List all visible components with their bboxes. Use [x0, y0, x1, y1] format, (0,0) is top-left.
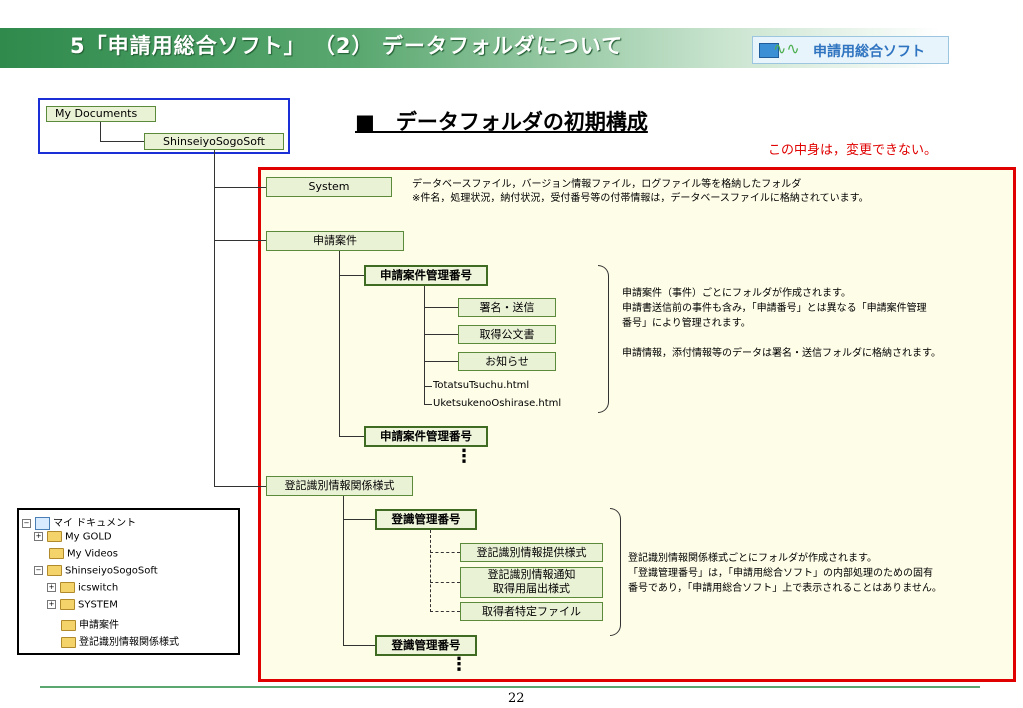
sign-send-folder: 署名・送信: [458, 298, 556, 317]
id-notice-form-line1: 登記識別情報通知: [487, 568, 576, 581]
brace: [610, 508, 621, 636]
mgmt-number-folder: 登識管理番号: [375, 509, 477, 530]
connector: [339, 436, 364, 437]
registry-desc-2: 「登識管理番号」は，「申請用総合ソフト」の内部処理のための固有: [628, 568, 933, 579]
applications-desc-4: 申請情報，添付情報等のデータは署名・送信フォルダに格納されます。: [622, 348, 941, 359]
dashed-connector: [430, 611, 460, 612]
case-number-folder-2: 申請案件管理番号: [364, 426, 488, 447]
system-folder: System: [266, 177, 392, 197]
folder-icon: [61, 619, 76, 631]
folder-icon: [49, 548, 64, 559]
connector: [343, 645, 375, 646]
connector: [424, 307, 458, 308]
registry-desc-3: 番号であり，「申請用総合ソフト」上で表示されることはありません。: [628, 583, 942, 594]
file-uketsuke: UketsukenoOshirase.html: [433, 398, 562, 409]
id-notice-form-line2: 取得用届出様式: [493, 582, 570, 595]
tree-row-applications[interactable]: 申請案件: [61, 616, 119, 631]
connector: [214, 187, 266, 188]
connector: [424, 334, 458, 335]
connector: [214, 150, 215, 487]
connector: [339, 251, 340, 436]
app-folder: ShinseiyoSogoSoft: [144, 133, 284, 150]
system-desc-2: ※件名，処理状況，納付状況，受付番号等の付帯情報は，データベースファイルに格納さ…: [412, 193, 869, 204]
expand-icon[interactable]: +: [47, 600, 56, 609]
footer-rule: [40, 686, 980, 688]
mgmt-number-folder-2: 登識管理番号: [375, 635, 477, 656]
connector: [424, 404, 432, 405]
connector: [343, 496, 344, 645]
dashed-connector: [430, 582, 460, 583]
id-provision-form: 登記識別情報提供様式: [460, 543, 603, 562]
folder-icon: [47, 531, 62, 542]
warning-note: この中身は，変更できない。: [768, 143, 938, 158]
tree-row-registry[interactable]: 登記識別情報関係様式: [61, 633, 179, 648]
connector: [214, 486, 266, 487]
tree-row-shinseiyo[interactable]: −ShinseiyoSogoSoft: [34, 565, 158, 577]
collapse-icon[interactable]: −: [22, 518, 31, 528]
my-documents-folder: My Documents: [46, 106, 156, 122]
ellipsis: ⋮: [450, 654, 468, 675]
open-folder-icon: [47, 565, 62, 576]
connector: [424, 386, 432, 387]
dashed-connector: [430, 552, 460, 553]
section-title: ■ データフォルダの初期構成: [355, 110, 648, 134]
registry-forms-folder: 登記識別情報関係様式: [266, 476, 413, 496]
tree-row-system[interactable]: +SYSTEM: [47, 599, 118, 611]
tree-row-myvideos[interactable]: My Videos: [49, 548, 118, 560]
logo-monitor-icon: [759, 43, 779, 58]
official-docs-folder: 取得公文書: [458, 325, 556, 344]
file-totatsu: TotatsuTsuchu.html: [433, 380, 530, 391]
connector: [343, 519, 375, 520]
applications-desc-1: 申請案件（事件）ごとにフォルダが作成されます。: [622, 288, 851, 299]
page-number: 22: [508, 691, 525, 706]
folder-icon: [60, 599, 75, 610]
connector: [100, 141, 144, 142]
applications-folder: 申請案件: [266, 231, 404, 251]
applications-desc-3: 番号」により管理されます。: [622, 318, 751, 329]
logo-text: 申請用総合ソフト: [813, 44, 925, 60]
connector: [214, 240, 266, 241]
folder-icon: [60, 582, 75, 593]
folder-icon: [61, 636, 76, 648]
registry-desc-1: 登記識別情報関係様式ごとにフォルダが作成されます。: [628, 553, 877, 564]
brace: [598, 265, 609, 413]
explorer-tree-panel: −マイ ドキュメント +My GOLD My Videos −Shinseiyo…: [17, 508, 240, 655]
acquirer-file: 取得者特定ファイル: [460, 602, 603, 621]
applications-desc-2: 申請書送信前の事件も含み，「申請番号」とは異なる「申請案件管理: [622, 303, 927, 314]
logo-wave-icon: ∿∿: [773, 39, 800, 58]
connector: [424, 361, 458, 362]
system-desc-1: データベースファイル，バージョン情報ファイル，ログファイル等を格納したフォルダ: [412, 179, 802, 190]
page-title: 5「申請用総合ソフト」 （2） データフォルダについて: [70, 34, 624, 58]
notice-folder: お知らせ: [458, 352, 556, 371]
connector: [424, 286, 425, 404]
expand-icon[interactable]: +: [34, 532, 43, 541]
connector: [100, 122, 101, 142]
tree-row-root[interactable]: −マイ ドキュメント: [22, 516, 137, 530]
tree-row-icswitch[interactable]: +icswitch: [47, 582, 119, 594]
my-documents-icon: [35, 516, 50, 530]
app-logo: ∿∿ 申請用総合ソフト: [752, 36, 949, 64]
ellipsis: ⋮: [455, 446, 473, 467]
data-folder-panel: [258, 167, 1016, 682]
connector: [339, 275, 364, 276]
expand-icon[interactable]: +: [47, 583, 56, 592]
id-notice-form: 登記識別情報通知 取得用届出様式: [460, 567, 603, 598]
case-number-folder: 申請案件管理番号: [364, 265, 488, 286]
dashed-connector: [430, 530, 431, 612]
collapse-icon[interactable]: −: [34, 566, 43, 575]
root-frame: [38, 98, 290, 154]
tree-row-mygold[interactable]: +My GOLD: [34, 531, 112, 543]
